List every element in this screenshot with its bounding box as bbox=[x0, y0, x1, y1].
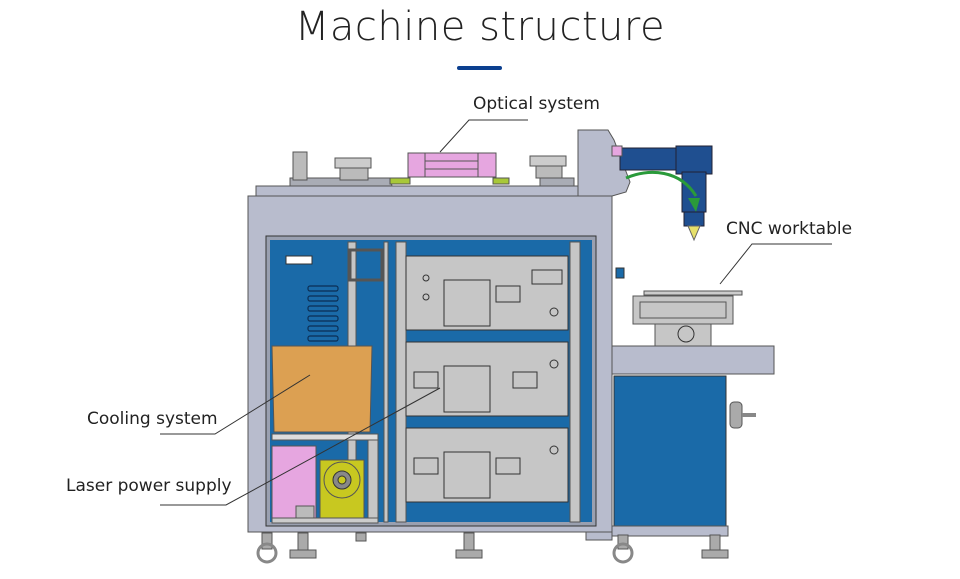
laser-head bbox=[611, 145, 713, 242]
title-underline bbox=[457, 66, 502, 70]
cnc-worktable bbox=[632, 290, 743, 347]
label-laser-power-supply: Laser power supply bbox=[66, 476, 232, 496]
casters-and-feet bbox=[256, 532, 729, 564]
laser-power-supply-modules bbox=[405, 255, 569, 503]
cooling-system bbox=[271, 345, 373, 433]
label-cnc-worktable: CNC worktable bbox=[726, 219, 853, 239]
label-optical-system: Optical system bbox=[473, 94, 600, 114]
side-cabinet-door bbox=[613, 375, 727, 527]
callout-lines bbox=[160, 119, 832, 506]
optical-bench bbox=[255, 151, 587, 199]
label-cooling-system: Cooling system bbox=[87, 409, 218, 429]
page-title: Machine structure bbox=[294, 4, 666, 50]
